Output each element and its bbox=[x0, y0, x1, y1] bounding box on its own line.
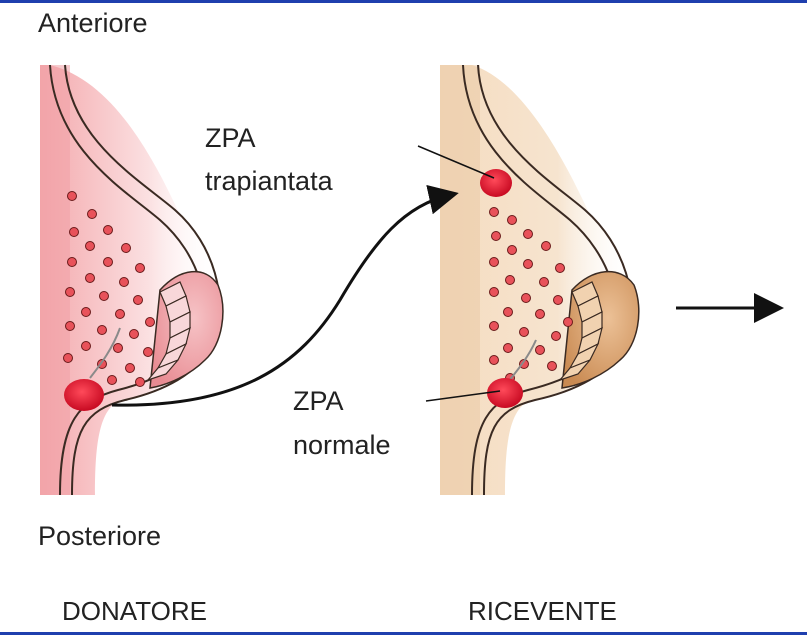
zpa-transplanted-label-line2: trapiantata bbox=[205, 166, 334, 196]
donor-zpa bbox=[64, 379, 104, 411]
zpa-transplanted-label-line1: ZPA bbox=[205, 123, 256, 153]
recipient-transplanted-zpa bbox=[480, 169, 512, 197]
recipient-caption: RICEVENTE bbox=[468, 596, 617, 626]
donor-body-wall bbox=[40, 65, 70, 495]
anterior-label: Anteriore bbox=[38, 8, 148, 38]
recipient-normal-zpa bbox=[487, 378, 523, 408]
recipient-limb-bud bbox=[440, 65, 639, 495]
donor-limb-bud bbox=[40, 65, 223, 495]
recipient-body-wall bbox=[440, 65, 480, 495]
zpa-normal-label-line1: ZPA bbox=[293, 386, 344, 416]
posterior-label: Posteriore bbox=[38, 521, 161, 551]
top-border bbox=[0, 0, 807, 3]
donor-caption: DONATORE bbox=[62, 596, 207, 626]
zpa-normal-label-line2: normale bbox=[293, 430, 391, 460]
